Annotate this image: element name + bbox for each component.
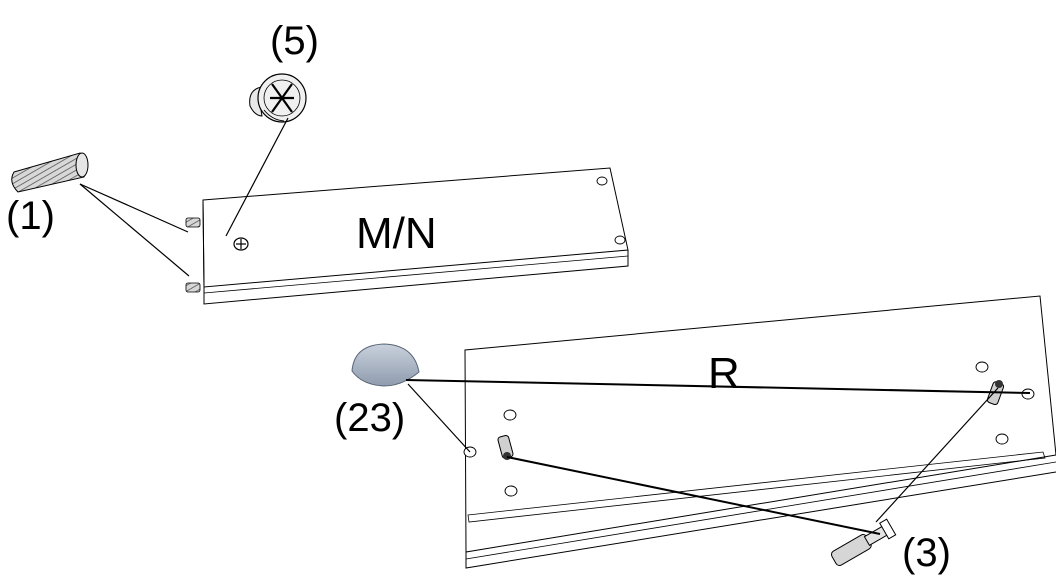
mounted-bolt-left-icon [497,434,514,460]
bumper-part: (23) [334,343,1031,453]
panel-mn-label: M/N [356,209,437,258]
panel-r: R [463,295,1056,569]
inserted-dowel-top-icon [185,217,201,228]
cam-lock-icon [249,73,307,123]
bumper-label: (23) [334,396,405,440]
connector-bolt-label: (3) [902,531,951,575]
panel-mn: M/N [185,167,629,305]
bumper-icon [351,343,420,387]
cam-lock-label: (5) [270,19,319,63]
dowel-icon [11,152,89,193]
cam-lock-part: (5) [225,19,319,237]
mounted-cam-icon [233,237,249,251]
dowel-part: (1) [6,152,190,277]
dowel-label: (1) [6,194,55,238]
panel-r-label: R [708,349,740,398]
connector-bolt-icon [830,518,897,566]
inserted-dowel-bottom-icon [185,282,201,293]
connector-bolt-part: (3) [506,387,999,575]
